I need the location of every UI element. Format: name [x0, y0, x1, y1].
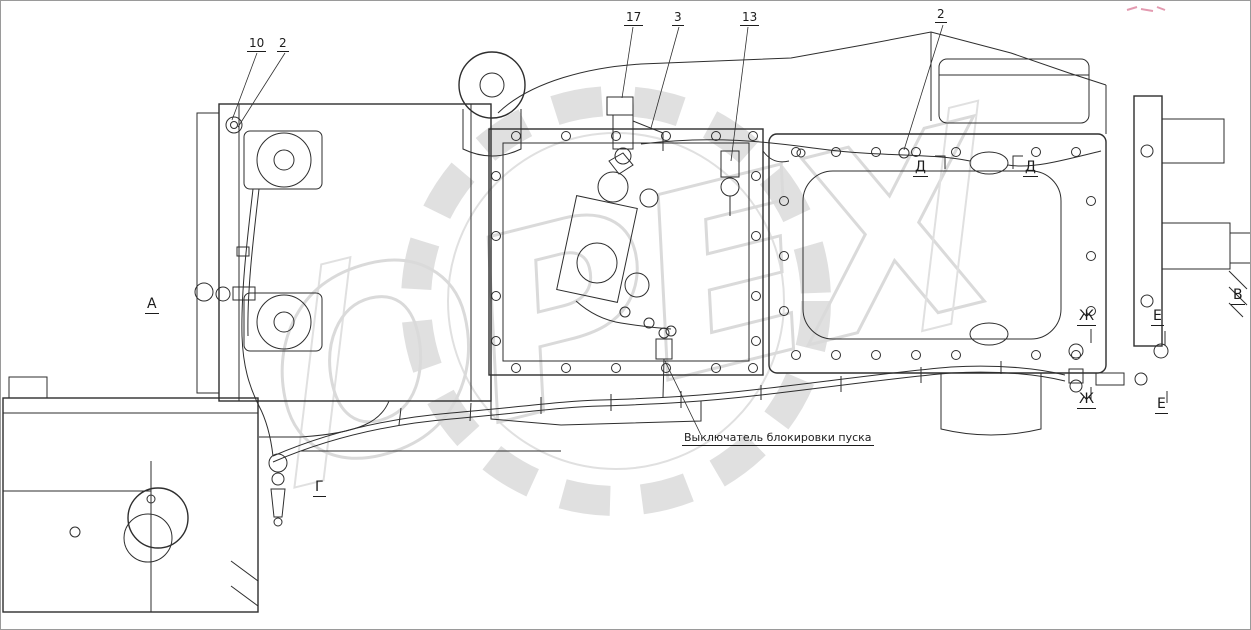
callout-2-right: 2	[935, 7, 947, 24]
callout-2-left: 2	[277, 36, 289, 53]
watermark-text: OPEX	[238, 68, 1032, 531]
upper-wiring-harness	[640, 139, 1102, 167]
switch-annotation: Выключатель блокировки пуска	[682, 431, 874, 447]
radiator-assembly	[196, 103, 492, 402]
start-interlock-switch	[655, 327, 702, 436]
bottom-support	[259, 400, 702, 452]
view-label-b: В	[1231, 287, 1245, 306]
view-label-e-top: Е	[1151, 308, 1164, 327]
section-marks	[935, 155, 1168, 403]
fuel-sender-connector	[268, 453, 288, 527]
hood-outline	[497, 31, 1107, 134]
harness-fittings	[1068, 343, 1169, 393]
callout-17: 17	[624, 10, 644, 27]
small-pink-watermark	[1126, 6, 1166, 12]
callout-10: 10	[247, 36, 267, 53]
engine-block	[488, 128, 764, 376]
view-label-e-bottom: Е	[1155, 396, 1168, 415]
view-label-zh-top: Ж	[1077, 308, 1097, 327]
view-label-d-left: Д	[913, 159, 928, 178]
starter-relay-group	[606, 96, 664, 165]
air-cleaner	[458, 51, 526, 157]
fuel-tank	[2, 376, 259, 613]
callout-leaders	[231, 24, 944, 162]
view-label-d-right: Д	[1023, 159, 1038, 178]
callout-3: 3	[672, 10, 684, 27]
callout-13: 13	[740, 10, 760, 27]
pressure-sensor	[720, 150, 740, 216]
view-label-g: Г	[313, 479, 326, 498]
view-label-a: А	[145, 296, 159, 315]
left-harness	[194, 188, 274, 457]
transmission-housing	[768, 133, 1107, 436]
fuel-injection-pump	[556, 152, 677, 337]
view-label-zh-bottom: Ж	[1077, 391, 1097, 410]
gear-watermark: OPEX	[237, 66, 1034, 532]
